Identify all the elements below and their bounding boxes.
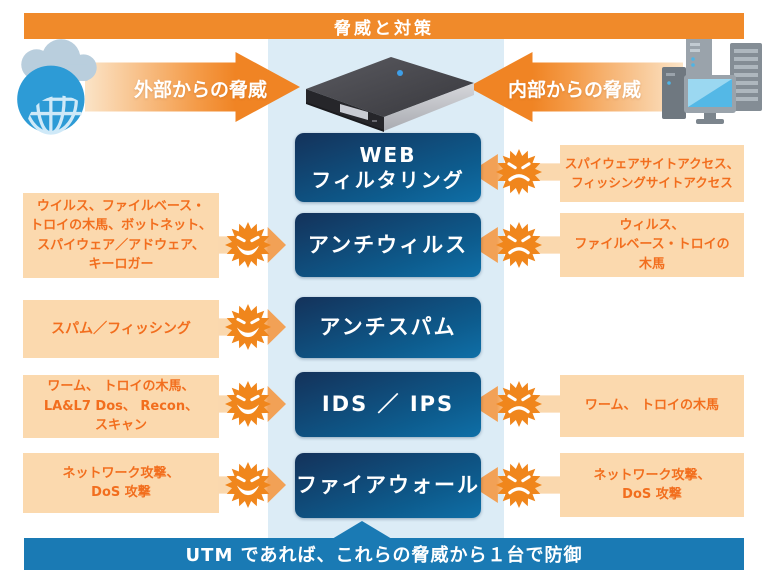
virus-grin-icon (225, 462, 271, 508)
virus-grin-icon (225, 381, 271, 427)
function-box-antispam: アンチスパム (295, 297, 481, 358)
virus-grin-icon (225, 304, 271, 350)
internal-threat-label: 内部からの脅威 (507, 78, 641, 101)
virus-angry-icon (496, 381, 542, 427)
virus-angry-icon (496, 149, 542, 195)
virus-grin-icon (225, 222, 271, 268)
threat-box-right-ids-ips: ワーム、 トロイの木馬 (560, 375, 744, 437)
threat-box-left-antispam: スパム／フィッシング (23, 300, 219, 358)
threat-box-right-firewall: ネットワーク攻撃、 DoS 攻撃 (560, 453, 744, 517)
utm-appliance-image (288, 47, 483, 139)
threat-box-left-ids-ips: ワーム、 トロイの木馬、 LA&L7 Dos、 Recon、 スキャン (23, 375, 219, 438)
function-box-web-filtering: WEB フィルタリング (295, 133, 481, 202)
virus-angry-icon (496, 462, 542, 508)
footer-up-triangle (332, 521, 392, 539)
cloud-globe-icon (8, 34, 110, 136)
title-banner: 脅威と対策 (24, 13, 744, 39)
threat-box-right-antivirus: ウィルス、 ファイルベース・トロイの 木馬 (560, 213, 744, 277)
footer-banner: UTM であれば、これらの脅威から１台で防御 (24, 538, 744, 570)
threat-box-left-firewall: ネットワーク攻撃、 DoS 攻撃 (23, 453, 219, 513)
function-box-ids-ips: IDS ／ IPS (295, 372, 481, 437)
virus-angry-icon (496, 222, 542, 268)
external-threat-label: 外部からの脅威 (133, 78, 267, 101)
function-box-antivirus: アンチウィルス (295, 213, 481, 277)
computers-icon (656, 34, 766, 131)
function-box-firewall: ファイアウォール (295, 453, 481, 518)
threat-box-right-web-filtering: スパイウェアサイトアクセス、 フィッシングサイトアクセス (560, 145, 744, 202)
threat-box-left-antivirus: ウイルス、ファイルベース・ トロイの木馬、ボットネット、 スパイウェア／アドウェ… (23, 193, 219, 278)
